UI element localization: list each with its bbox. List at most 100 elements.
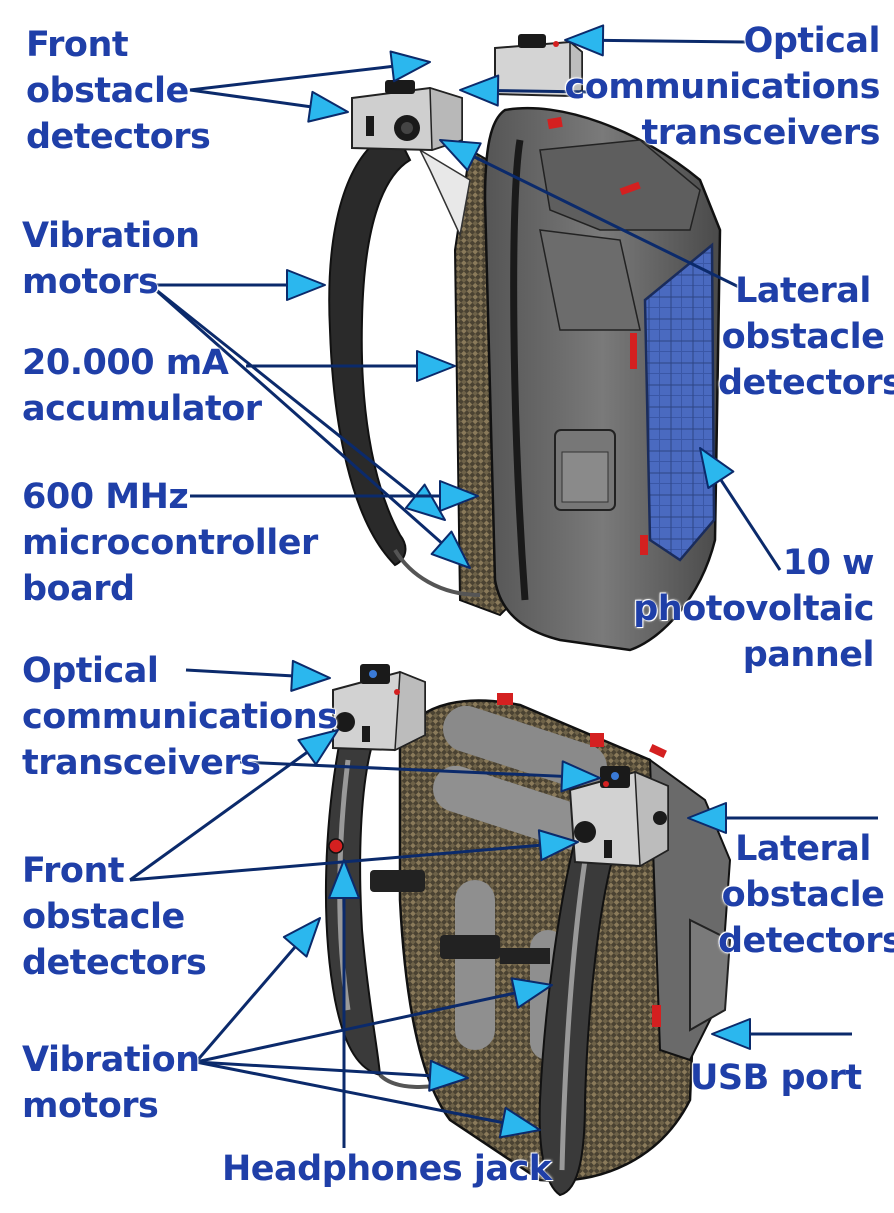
arrow-microcontroller-head (439, 480, 479, 512)
arrow-usb-head (711, 1018, 751, 1050)
top-solar-panel (643, 242, 716, 562)
label-line: motors (22, 1086, 159, 1126)
top-headphone-cable (393, 548, 481, 597)
arrow-front-bottom-2-head (537, 829, 579, 862)
arrow-vibration-bottom-2-head (510, 977, 553, 1009)
label-line: Optical (743, 21, 881, 61)
arrow-optical-top-head (564, 24, 605, 57)
label-lateral-obstacle-detectors-top: Lateral obstacle detectors (718, 268, 894, 406)
label-front-obstacle-detectors-top: Front obstacle detectors (26, 22, 211, 160)
arrow-optical-bottom-2-shaft (239, 760, 563, 778)
arrow-front-detector-1-head (389, 50, 431, 83)
label-line: obstacle (721, 875, 885, 915)
arrow-vibration-top-3-shaft (149, 283, 417, 498)
bottom-right-sensor-module (568, 766, 669, 868)
label-line: detectors (26, 117, 211, 157)
label-line: Lateral (735, 271, 871, 311)
label-line: Optical (22, 651, 159, 691)
label-line: USB port (690, 1058, 862, 1098)
top-optical-transceiver-module (494, 34, 583, 98)
arrow-vibration-top-1-head (286, 269, 326, 301)
callout-arrows (129, 24, 878, 1148)
arrow-photovoltaic-shaft (719, 478, 782, 571)
label-line: Vibration (22, 216, 200, 256)
label-vibration-motors-top: Vibration motors (22, 213, 200, 305)
label-line: transceivers (22, 743, 261, 783)
label-line: detectors (22, 943, 207, 983)
bottom-right-strap (538, 838, 617, 1197)
arrow-lateral-top-head (439, 139, 482, 172)
label-line: accumulator (22, 389, 262, 429)
arrow-lateral-bottom-head (687, 802, 727, 834)
arrow-vibration-bottom-1-head (282, 917, 321, 958)
label-line: communications (22, 697, 338, 737)
top-zipper (510, 139, 529, 601)
label-line: Headphones jack (222, 1149, 552, 1189)
bottom-usb-pocket (689, 918, 732, 1032)
label-line: communications (564, 67, 881, 107)
top-red-tab (547, 116, 563, 130)
label-line: 10 w (782, 543, 875, 583)
label-line: Front (22, 851, 125, 891)
arrow-vibration-bottom-3-shaft (195, 1060, 431, 1078)
label-usb-port: USB port (690, 1055, 862, 1101)
bottom-chest-buckle (370, 870, 425, 892)
label-line: microcontroller (22, 523, 318, 563)
arrow-front-bottom-1-head (297, 729, 339, 766)
arrow-optical-bottom-2-head (560, 760, 601, 793)
label-line: pannel (742, 635, 875, 675)
label-line: 600 MHz (22, 477, 189, 517)
arrow-vibration-bottom-1-shaft (194, 945, 297, 1063)
arrow-accumulator-head (416, 350, 456, 382)
arrow-front-detector-2-shaft (189, 88, 311, 109)
arrow-vibration-bottom-4-shaft (195, 1060, 504, 1125)
arrow-front-detector-1-shaft (189, 64, 393, 92)
arrow-vibration-bottom-3-head (428, 1059, 469, 1092)
label-headphones-jack: Headphones jack (222, 1146, 552, 1192)
arrow-lateral-top-shaft (473, 155, 746, 292)
label-optical-transceivers-bottom: Optical communications transceivers (22, 648, 338, 786)
arrow-optical-top-2-head (459, 74, 500, 107)
arrow-optical-top-2-shaft (497, 89, 591, 94)
label-line: Vibration (22, 1040, 200, 1080)
bottom-backpack-illustration (324, 664, 732, 1197)
label-line: 20.000 mA (22, 343, 229, 383)
arrow-headphones-head (328, 859, 360, 899)
label-line: obstacle (22, 897, 185, 937)
label-line: Lateral (735, 829, 871, 869)
arrow-front-bottom-1-shaft (129, 751, 309, 882)
bottom-left-sensor-module (332, 664, 426, 752)
arrow-photovoltaic-head (699, 447, 735, 490)
label-line: Front (26, 25, 129, 65)
label-line: transceivers (641, 113, 881, 153)
label-line: motors (22, 262, 159, 302)
arrow-vibration-bottom-2-shaft (195, 991, 516, 1064)
arrow-optical-top-shaft (602, 38, 746, 44)
bottom-headphones-jack (328, 838, 344, 854)
label-line: obstacle (26, 71, 189, 111)
top-front-detector-module (351, 80, 463, 152)
arrow-vibration-bottom-4-head (498, 1106, 541, 1139)
label-optical-transceivers-top: Optical communications transceivers (564, 18, 881, 156)
label-line: detectors (718, 921, 894, 961)
arrow-optical-bottom-1-shaft (185, 668, 293, 678)
label-lateral-obstacle-detectors-bottom: Lateral obstacle detectors (718, 826, 894, 964)
label-line: detectors (718, 363, 894, 403)
label-line: photovoltaic (633, 589, 874, 629)
label-accumulator: 20.000 mA accumulator (22, 340, 262, 432)
arrow-optical-bottom-1-head (290, 659, 331, 692)
arrow-vibration-top-2-shaft (149, 283, 443, 544)
arrow-front-bottom-2-shaft (129, 843, 541, 882)
label-line: obstacle (721, 317, 885, 357)
label-microcontroller-board: 600 MHz microcontroller board (22, 474, 318, 612)
label-photovoltaic-panel: 10 w photovoltaic pannel (633, 540, 874, 678)
label-line: board (22, 569, 135, 609)
label-front-obstacle-detectors-bottom: Front obstacle detectors (22, 848, 207, 986)
label-vibration-motors-bottom: Vibration motors (22, 1037, 200, 1129)
bottom-usb-port (652, 1005, 661, 1027)
arrow-front-detector-2-head (307, 90, 349, 123)
top-backpack-illustration (328, 34, 722, 652)
top-shoulder-strap (328, 128, 412, 567)
arrow-vibration-top-2-head (430, 530, 471, 569)
